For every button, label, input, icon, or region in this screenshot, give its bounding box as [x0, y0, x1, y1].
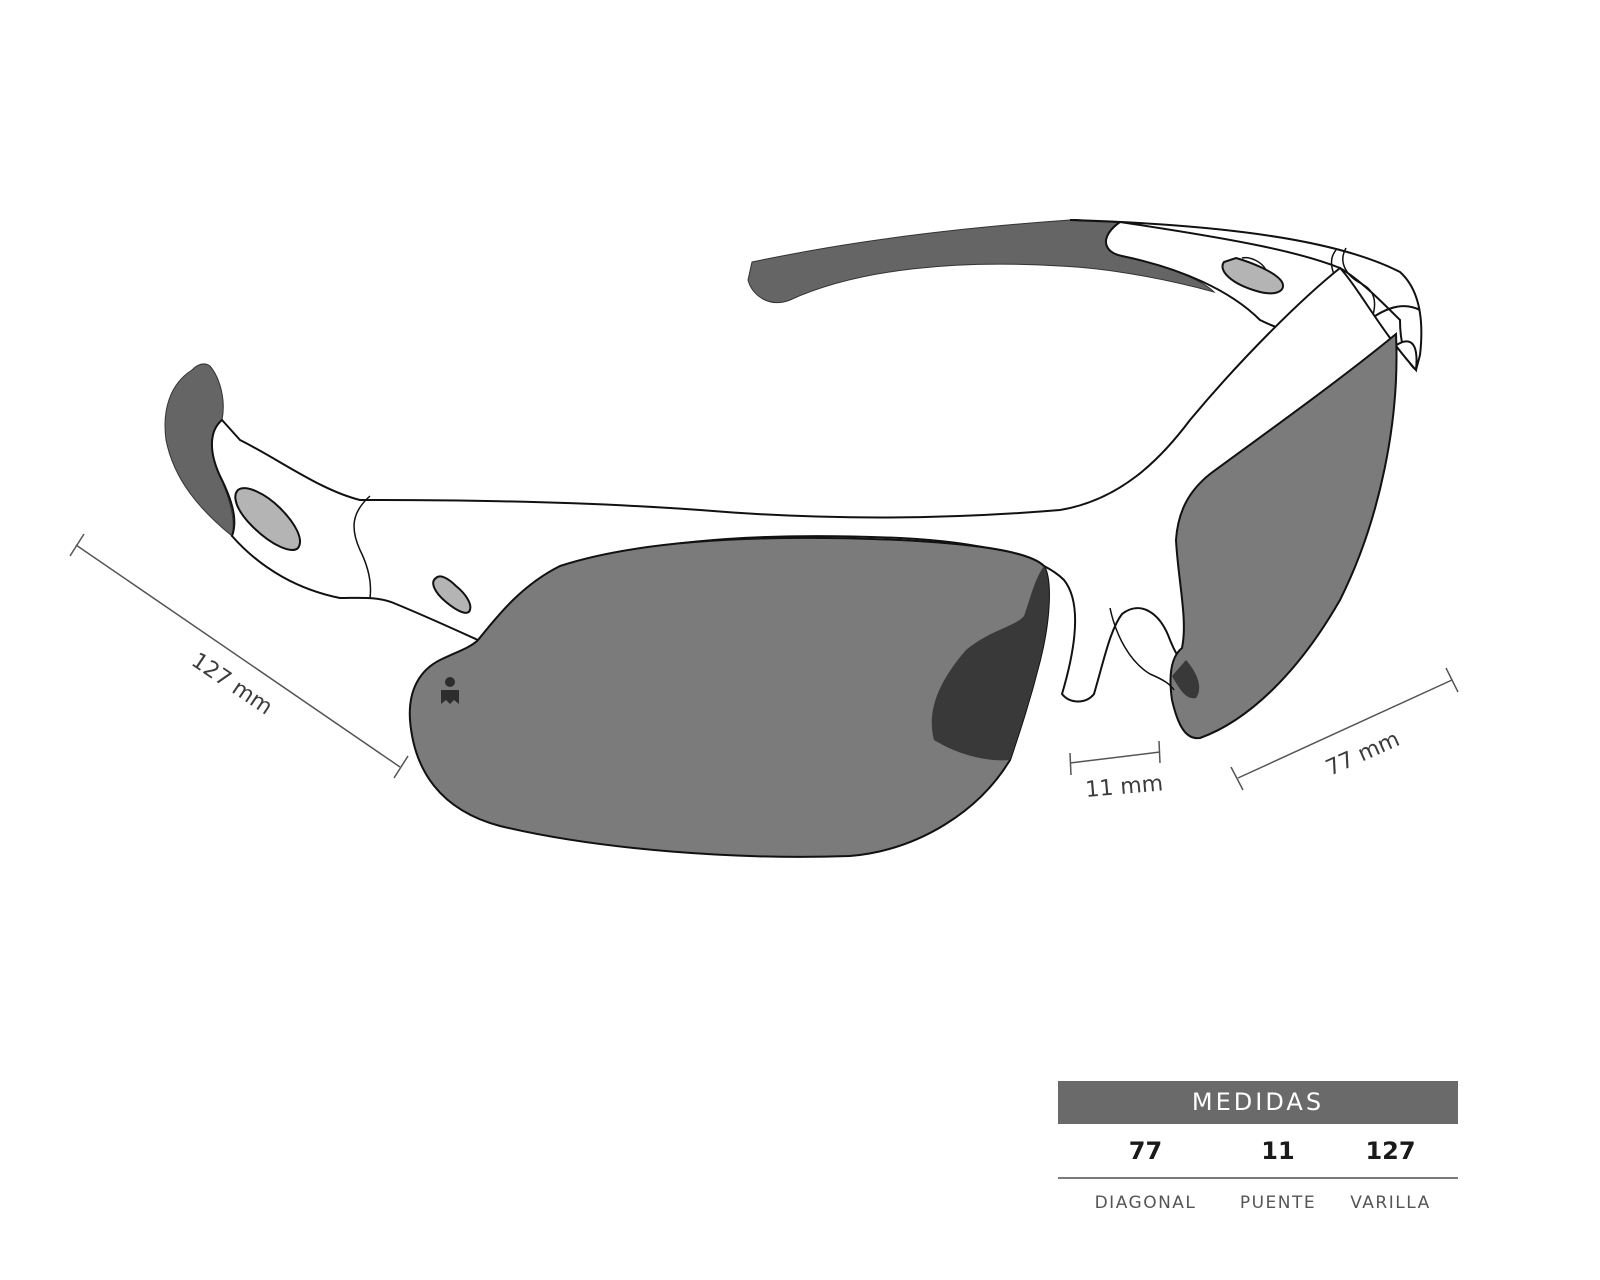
right-lens — [1169, 331, 1398, 740]
measurements-table-title: MEDIDAS — [1058, 1081, 1458, 1124]
lens-diagonal-label: 77 mm — [1322, 727, 1403, 782]
temple-value: 127 — [1365, 1136, 1416, 1165]
left-lens — [408, 536, 1050, 858]
diagonal-label: DIAGONAL — [1094, 1193, 1197, 1213]
bridge-label: PUENTE — [1239, 1193, 1317, 1213]
temple-label: VARILLA — [1350, 1193, 1431, 1213]
temple-length-label: 127 mm — [187, 648, 277, 720]
bridge-width-dimension: 11 mm — [1069, 740, 1164, 803]
near-temple-arm — [164, 266, 1418, 703]
ironman-logo-icon — [441, 677, 459, 704]
diagonal-value: 77 — [1128, 1136, 1163, 1165]
measurements-labels-row: DIAGONAL PUENTE VARILLA — [1058, 1179, 1458, 1227]
measurements-table: MEDIDAS 77 11 127 DIAGONAL PUENTE VARILL… — [1058, 1081, 1458, 1227]
bridge-width-label: 11 mm — [1084, 771, 1164, 803]
measurements-values-row: 77 11 127 — [1058, 1124, 1458, 1179]
nose-pad — [1109, 607, 1175, 691]
bridge-value: 11 — [1261, 1136, 1295, 1165]
